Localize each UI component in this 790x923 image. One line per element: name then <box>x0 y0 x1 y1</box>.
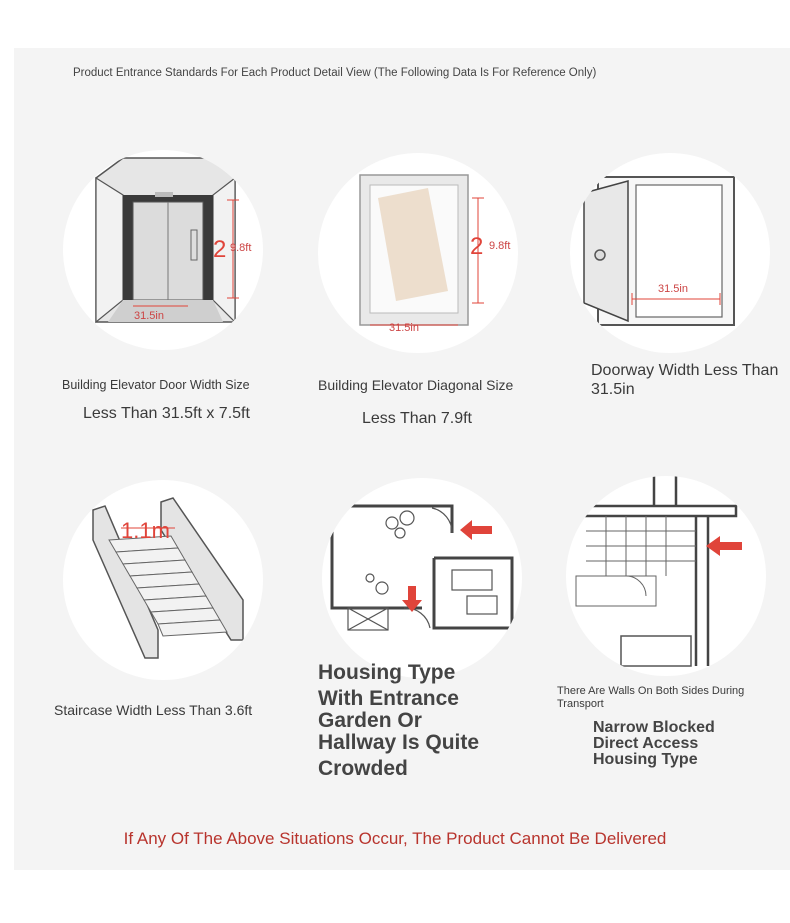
panel-6-subtitle: There Are Walls On Both Sides During Tra… <box>557 685 744 711</box>
width-label: 31.5in <box>658 283 688 295</box>
title-line: Housing Type <box>318 661 456 684</box>
narrow-access-floorplan <box>566 476 766 676</box>
subtitle-line: Transport <box>557 698 604 710</box>
panel-6-title: Narrow Blocked Direct Access Housing Typ… <box>593 720 715 768</box>
panel-3-title: Doorway Width Less Than <box>591 362 779 379</box>
height-digit-label: 2 <box>213 236 227 263</box>
panel-4-title: Staircase Width Less Than 3.6ft <box>54 702 253 718</box>
panel-1-title: Building Elevator Door Width Size <box>62 378 250 392</box>
panel-2-value: Less Than 7.9ft <box>362 410 472 427</box>
elevator-door-illustration: 2 9.8ft 31.5in <box>63 150 263 350</box>
title-line: Garden Or <box>318 709 422 732</box>
title-line: Housing Type <box>593 751 698 768</box>
delivery-warning: If Any Of The Above Situations Occur, Th… <box>123 829 667 848</box>
height-digit-label: 2 <box>470 233 484 260</box>
staircase-illustration: 1.1m <box>63 480 263 680</box>
title-line: Hallway Is Quite <box>318 731 480 754</box>
height-label: 9.8ft <box>489 240 511 252</box>
title-line: Crowded <box>318 757 408 780</box>
elevator-diagonal-illustration: 2 9.8ft 31.5in <box>318 153 518 353</box>
title-line: Direct Access <box>593 735 699 752</box>
entrance-garden-floorplan <box>322 478 522 678</box>
panel-5-title: Housing Type With Entrance Garden Or Hal… <box>318 662 479 780</box>
height-label: 9.8ft <box>230 242 252 254</box>
width-label: 31.5in <box>134 310 164 322</box>
title-line: Narrow Blocked <box>593 719 715 736</box>
panel-2-title: Building Elevator Diagonal Size <box>318 377 514 393</box>
title-line: With Entrance <box>318 687 459 710</box>
page-header: Product Entrance Standards For Each Prod… <box>73 67 597 79</box>
subtitle-line: There Are Walls On Both Sides During <box>557 685 745 697</box>
width-label: 31.5in <box>389 322 419 334</box>
width-label: 1.1m <box>121 518 170 543</box>
panel-1-value: Less Than 31.5ft x 7.5ft <box>83 405 250 422</box>
panel-3-value: 31.5in <box>591 381 635 398</box>
doorway-illustration: 31.5in <box>570 153 770 353</box>
